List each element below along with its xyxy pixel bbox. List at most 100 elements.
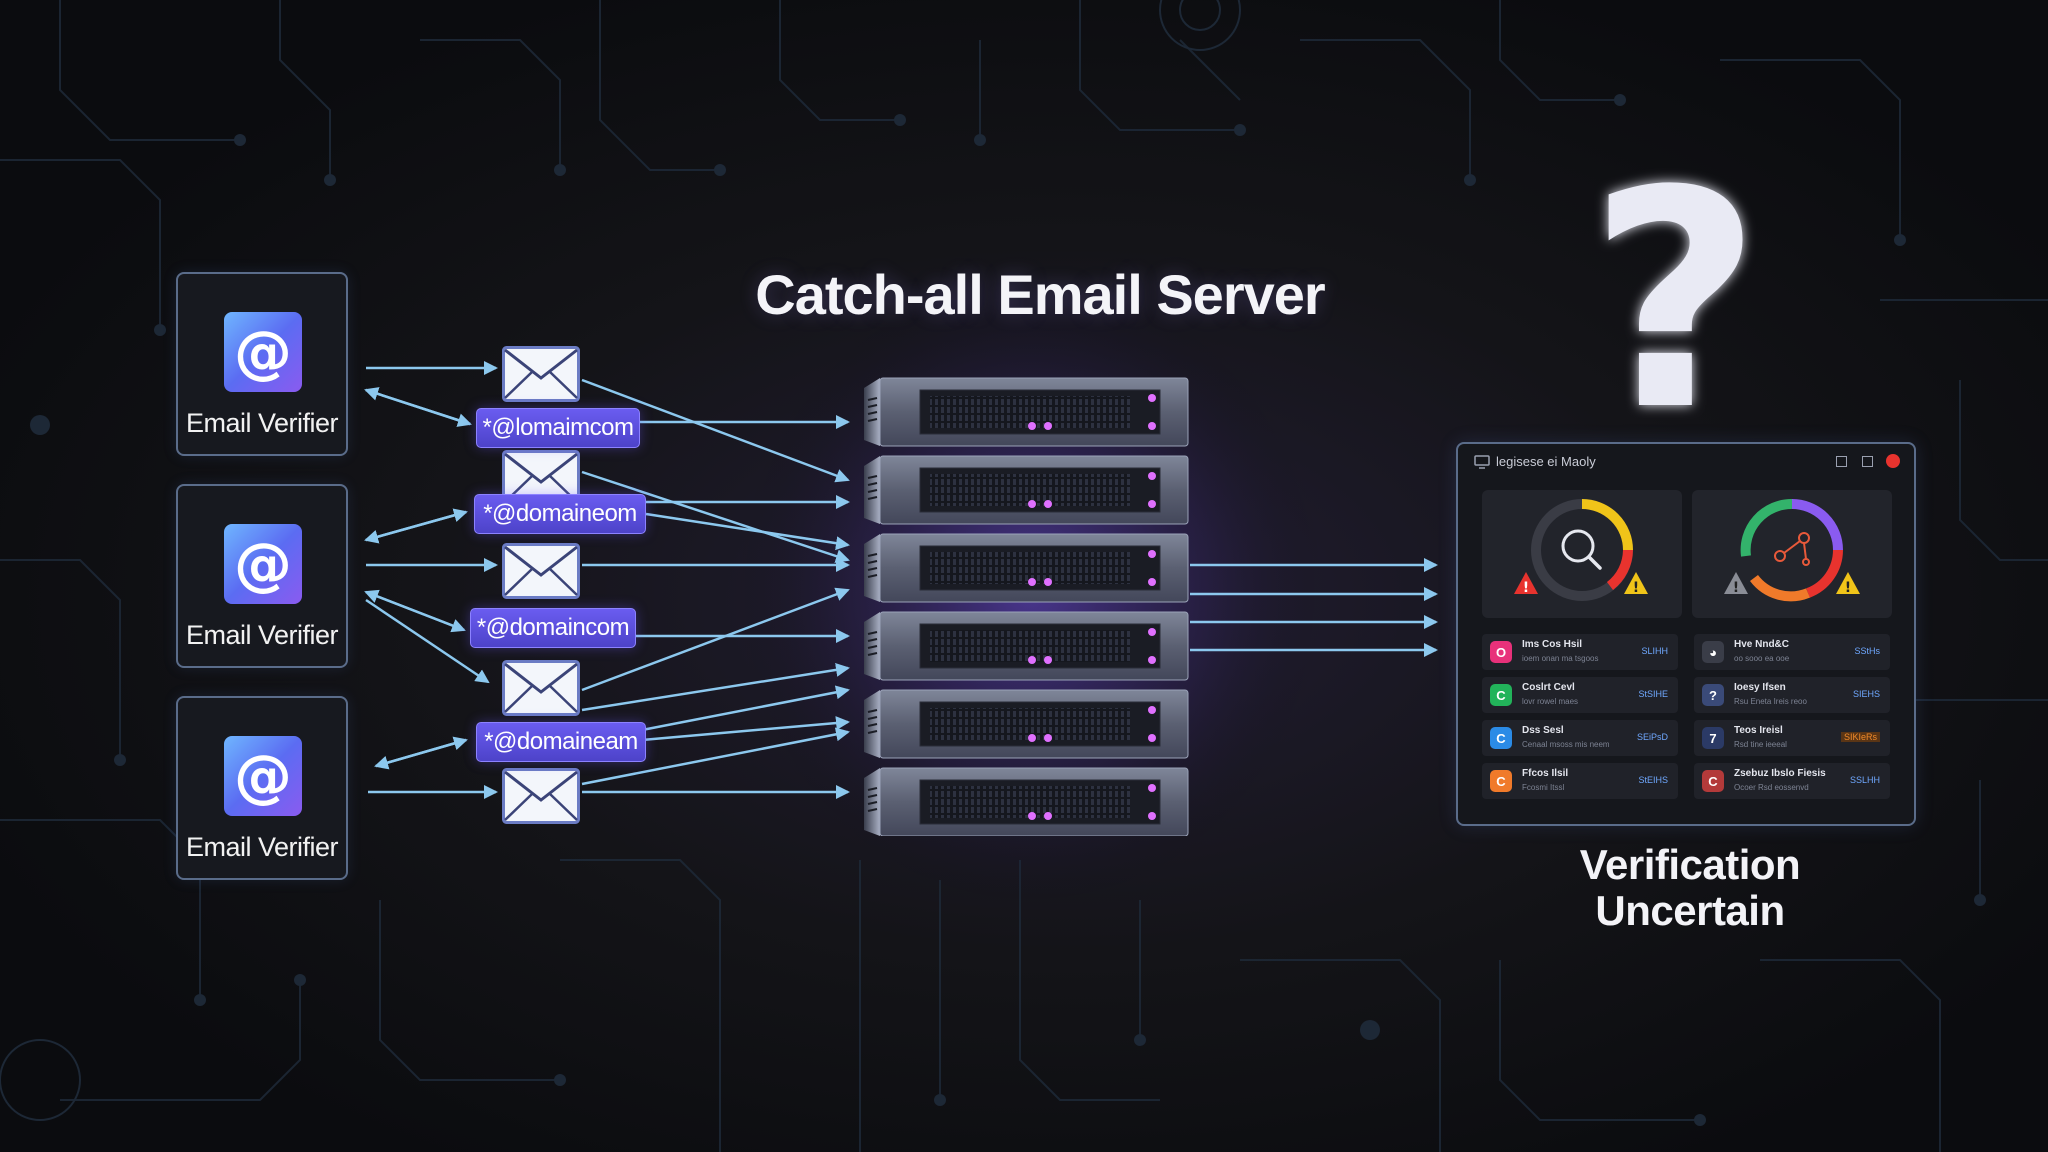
- question-mark-icon: ?: [1588, 150, 1762, 420]
- app-icon: C: [1490, 770, 1512, 792]
- flow-arrows-left: [364, 361, 498, 799]
- server-led: [1148, 394, 1156, 402]
- address-pill: *@domaincom: [470, 608, 636, 648]
- row-subtitle: ioem onan ma tsgoos: [1522, 654, 1599, 663]
- server-unit: [864, 533, 1189, 603]
- verification-panel: legisese ei Maoly ! !: [1456, 442, 1916, 826]
- row-title: Ims Cos Hsil: [1522, 639, 1583, 650]
- app-icon: ?: [1702, 684, 1724, 706]
- monitor-icon: [1474, 455, 1490, 469]
- warning-icon: !: [1836, 572, 1860, 596]
- row-status: SIKIeRs: [1840, 732, 1880, 742]
- at-sign-icon: @: [224, 312, 302, 392]
- warning-icon: !: [1624, 572, 1648, 596]
- server-unit: [864, 377, 1189, 447]
- search-gauge-card: ! !: [1482, 490, 1682, 618]
- verification-status-line1: Verification: [1579, 841, 1801, 888]
- server-led: [1148, 578, 1156, 586]
- server-led: [1044, 578, 1052, 586]
- server-led: [1148, 472, 1156, 480]
- email-verifier-label: Email Verifier: [185, 832, 339, 862]
- flow-arrows-to-server: [581, 378, 850, 799]
- svg-text:!: !: [1733, 580, 1739, 596]
- server-led: [1148, 422, 1156, 430]
- row-status: SStHs: [1854, 646, 1880, 656]
- server-led: [1028, 734, 1036, 742]
- question-mark-glyph: ?: [1588, 150, 1762, 420]
- diagram-title: Catch-all Email Server: [755, 263, 1325, 326]
- result-row[interactable]: C Dss Sesl Cenaal msoss mis neem SEiPsD: [1482, 720, 1678, 756]
- result-row[interactable]: C Coslrt Cevl lovr rowel maes StSIHE: [1482, 677, 1678, 713]
- server-led: [1148, 734, 1156, 742]
- server-led: [1148, 500, 1156, 508]
- server-led: [1028, 422, 1036, 430]
- row-subtitle: Rsd tine ieeeal: [1734, 740, 1787, 749]
- server-led: [1044, 656, 1052, 664]
- server-led: [1028, 812, 1036, 820]
- at-sign-icon: @: [224, 736, 302, 816]
- app-icon: C: [1702, 770, 1724, 792]
- server-unit: [864, 611, 1189, 681]
- verification-status-line2: Uncertain: [1595, 887, 1785, 934]
- row-status: SSLHH: [1849, 775, 1880, 785]
- envelope-icon: [502, 768, 580, 824]
- server-led: [1028, 500, 1036, 508]
- email-verifier-1: @ Email Verifier: [176, 272, 348, 456]
- minimize-button[interactable]: [1836, 456, 1847, 467]
- row-title: Ffcos Ilsil: [1522, 768, 1569, 779]
- close-button[interactable]: [1886, 454, 1900, 468]
- address-pill: *@domaineam: [476, 722, 646, 762]
- row-subtitle: Fcosmi Itssl: [1522, 783, 1565, 792]
- row-subtitle: lovr rowel maes: [1522, 697, 1579, 706]
- row-subtitle: Cenaal msoss mis neem: [1522, 740, 1610, 749]
- panel-title: legisese ei Maoly: [1496, 454, 1596, 469]
- email-verifier-3: @ Email Verifier: [176, 696, 348, 880]
- maximize-button[interactable]: [1862, 456, 1873, 467]
- row-title: Ioesy Ifsen: [1734, 682, 1786, 693]
- result-row[interactable]: 7 Teos Ireisl Rsd tine ieeeal SIKIeRs: [1694, 720, 1890, 756]
- envelope-icon: [502, 346, 580, 402]
- row-status: StEIHS: [1638, 775, 1668, 785]
- address-pill: *@domaineom: [474, 494, 646, 534]
- address-pill: *@lomaimcom: [476, 408, 640, 448]
- email-verifier-label: Email Verifier: [185, 408, 339, 438]
- app-icon: ◕: [1702, 641, 1724, 663]
- warning-icon: !: [1514, 572, 1538, 596]
- server-unit: [864, 455, 1189, 525]
- server-led: [1044, 500, 1052, 508]
- server-led: [1148, 812, 1156, 820]
- row-title: Zsebuz Ibslo Fiesis: [1734, 768, 1826, 779]
- result-row[interactable]: C Zsebuz Ibslo Fiesis Ocoer Rsd eossenvd…: [1694, 763, 1890, 799]
- app-icon: 7: [1702, 727, 1724, 749]
- warning-icon: !: [1724, 572, 1748, 596]
- server-led: [1028, 578, 1036, 586]
- result-row[interactable]: O Ims Cos Hsil ioem onan ma tsgoos SLIHH: [1482, 634, 1678, 670]
- row-title: Dss Sesl: [1522, 725, 1564, 736]
- result-row[interactable]: C Ffcos Ilsil Fcosmi Itssl StEIHS: [1482, 763, 1678, 799]
- server-led: [1028, 656, 1036, 664]
- result-row[interactable]: ◕ Hve Nnd&C oo sooo ea ooe SStHs: [1694, 634, 1890, 670]
- app-icon: C: [1490, 727, 1512, 749]
- row-subtitle: oo sooo ea ooe: [1734, 654, 1790, 663]
- svg-text:!: !: [1633, 580, 1639, 596]
- row-status: SIEHS: [1852, 689, 1880, 699]
- server-led: [1044, 734, 1052, 742]
- row-subtitle: Ocoer Rsd eossenvd: [1734, 783, 1809, 792]
- row-status: StSIHE: [1638, 689, 1668, 699]
- server-led: [1148, 784, 1156, 792]
- verification-status: Verification Uncertain: [1530, 842, 1850, 934]
- row-title: Hve Nnd&C: [1734, 639, 1790, 650]
- server-led: [1148, 706, 1156, 714]
- server-led: [1148, 628, 1156, 636]
- email-verifier-2: @ Email Verifier: [176, 484, 348, 668]
- row-status: SLIHH: [1641, 646, 1668, 656]
- result-row[interactable]: ? Ioesy Ifsen Rsu Eneta Ireis reoo SIEHS: [1694, 677, 1890, 713]
- row-subtitle: Rsu Eneta Ireis reoo: [1734, 697, 1807, 706]
- link-gauge-card: ! !: [1692, 490, 1892, 618]
- svg-text:!: !: [1845, 580, 1851, 596]
- flow-arrows-to-panel: [1190, 558, 1438, 657]
- app-icon: O: [1490, 641, 1512, 663]
- server-unit: [864, 767, 1189, 837]
- catch-all-server-rack: [862, 374, 1192, 837]
- server-led: [1148, 550, 1156, 558]
